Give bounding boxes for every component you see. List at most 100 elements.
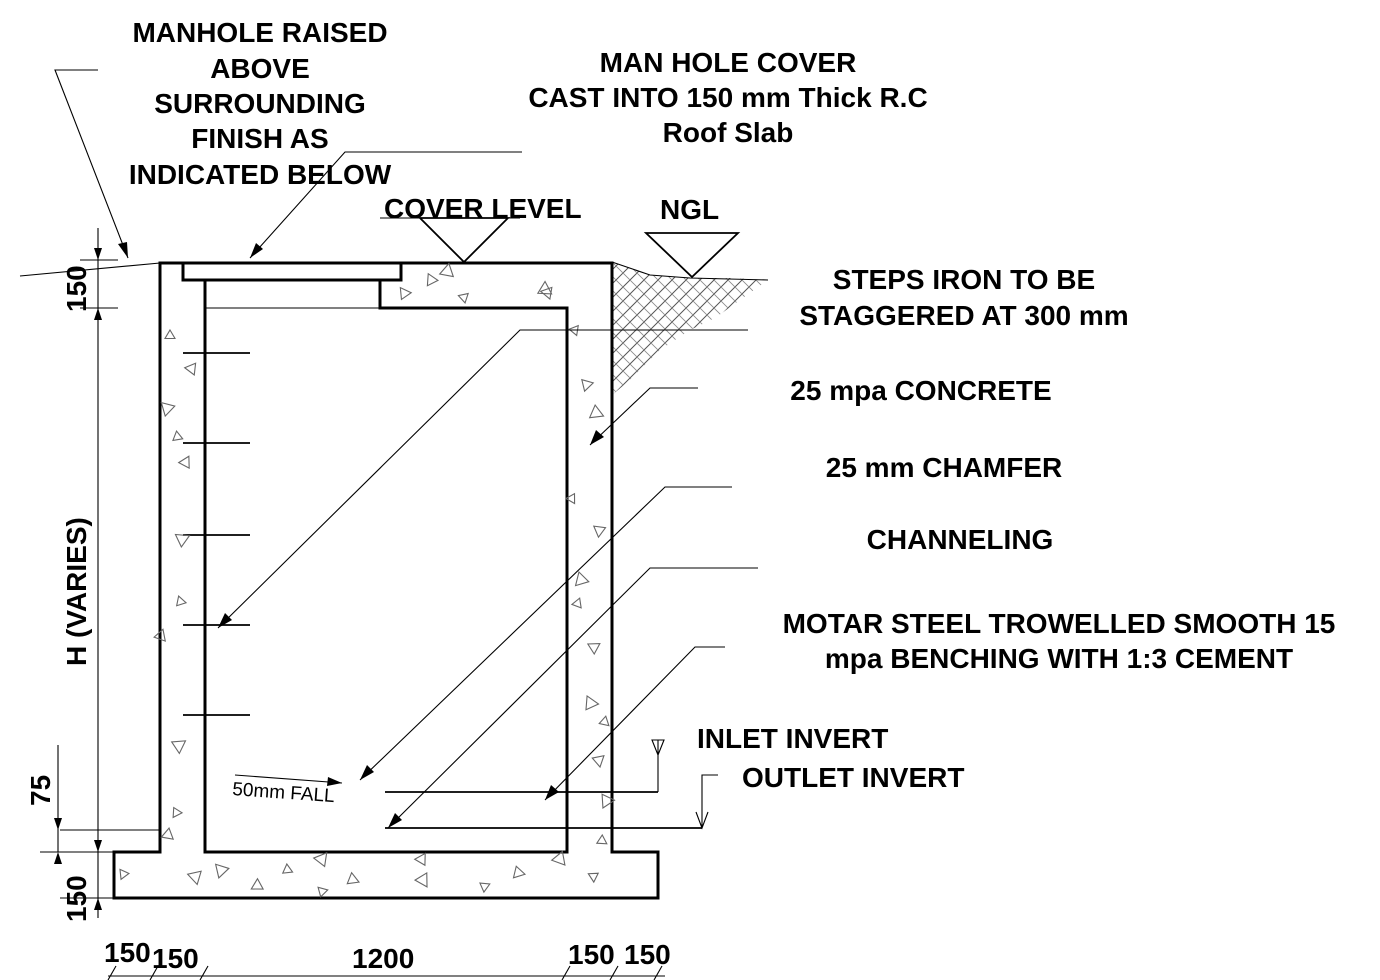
- aggregate-mark: [574, 570, 590, 587]
- aggregate-mark: [399, 286, 413, 301]
- manhole-cover-arrowhead: [250, 243, 263, 258]
- aggregate-mark: [588, 403, 605, 419]
- aggregate-mark: [312, 851, 328, 868]
- concrete-label: 25 mpa CONCRETE: [790, 375, 1051, 406]
- manhole-cover-note: MAN HOLE COVER CAST INTO 150 mm Thick R.…: [528, 47, 927, 148]
- aggregate-mark: [175, 595, 188, 607]
- left-dimensions: [19, 228, 161, 918]
- aggregate-mark: [160, 827, 175, 840]
- aggregate-mark: [119, 868, 131, 881]
- aggregate-mark: [153, 628, 166, 642]
- aggregate-mark: [570, 597, 582, 609]
- channeling-leader: [387, 567, 758, 829]
- concrete-arrowhead: [590, 430, 604, 445]
- svg-text:CAST INTO 150 mm Thick R.C: CAST INTO 150 mm Thick R.C: [528, 82, 927, 113]
- aggregate-mark: [183, 362, 197, 376]
- aggregate-mark: [601, 793, 616, 809]
- ground-line: [611, 261, 769, 281]
- aggregate-mark: [479, 882, 491, 894]
- concrete-aggregate-marks: [119, 262, 616, 898]
- dim-bottom-5: 150: [624, 939, 671, 970]
- svg-text:SURROUNDING: SURROUNDING: [154, 88, 366, 119]
- svg-text:STAGGERED AT 300 mm: STAGGERED AT 300 mm: [799, 300, 1128, 331]
- ngl-symbol: [643, 232, 741, 279]
- aggregate-mark: [214, 863, 230, 879]
- manhole-cover-leader: [249, 151, 522, 259]
- inlet-invert-label: INLET INVERT: [697, 723, 888, 754]
- steps-iron-arrowhead: [218, 613, 232, 628]
- bottom-dimensions: [107, 965, 665, 980]
- manhole-cover-recess: [181, 263, 403, 282]
- chamfer-label: 25 mm CHAMFER: [826, 452, 1062, 483]
- chamfer-arrowhead: [360, 765, 374, 780]
- aggregate-mark: [172, 429, 184, 442]
- dim-bottom-1: 150: [104, 937, 151, 968]
- aggregate-mark: [585, 694, 600, 711]
- aggregate-mark: [317, 886, 329, 898]
- aggregate-mark: [172, 806, 184, 819]
- step-irons: [183, 352, 250, 716]
- aggregate-mark: [160, 401, 176, 418]
- manhole-raised-arrowhead: [118, 242, 128, 258]
- dim-bottom-3: 1200: [352, 943, 414, 974]
- manhole-inner-chamber: [203, 280, 569, 854]
- steps-iron-leader: [217, 329, 748, 629]
- dim-top-slab: 150: [61, 265, 92, 312]
- aggregate-mark: [581, 378, 595, 393]
- aggregate-mark: [413, 852, 426, 867]
- aggregate-mark: [536, 280, 553, 295]
- natural-ground-hatch: [612, 262, 768, 395]
- channeling-label: CHANNELING: [867, 524, 1054, 555]
- svg-text:MANHOLE RAISED: MANHOLE RAISED: [132, 17, 387, 48]
- dim-base-slab: 150: [61, 875, 92, 922]
- cover-level-symbol: [417, 217, 511, 264]
- aggregate-mark: [426, 272, 440, 287]
- svg-text:ABOVE: ABOVE: [210, 53, 310, 84]
- aggregate-mark: [250, 877, 265, 890]
- benching-note: MOTAR STEEL TROWELLED SMOOTH 15 mpa BENC…: [783, 608, 1336, 674]
- aggregate-mark: [598, 715, 610, 727]
- aggregate-mark: [346, 871, 361, 885]
- fall-arrowhead: [327, 777, 342, 786]
- dim-bottom-2: 150: [152, 943, 199, 974]
- aggregate-mark: [174, 533, 191, 549]
- aggregate-mark: [170, 740, 187, 755]
- aggregate-mark: [512, 865, 527, 879]
- aggregate-mark: [413, 871, 428, 888]
- svg-text:Roof Slab: Roof Slab: [663, 117, 794, 148]
- aggregate-mark: [457, 292, 469, 304]
- inlet-invert-marker: [651, 739, 665, 792]
- dim-height: H (VARIES): [61, 517, 92, 666]
- aggregate-mark: [595, 833, 608, 845]
- channeling-arrowhead: [388, 813, 402, 828]
- manhole-outer-outline: [112, 261, 660, 900]
- benching-arrowhead: [545, 785, 559, 800]
- aggregate-mark: [539, 286, 553, 301]
- fall-arrow: [234, 774, 343, 784]
- aggregate-mark: [587, 872, 600, 884]
- aggregate-mark: [177, 455, 190, 470]
- aggregate-mark: [281, 862, 294, 874]
- svg-text:STEPS IRON TO BE: STEPS IRON TO BE: [833, 264, 1095, 295]
- svg-text:MOTAR STEEL TROWELLED SMOOTH 1: MOTAR STEEL TROWELLED SMOOTH 15: [783, 608, 1336, 639]
- manhole-raised-leader: [54, 69, 129, 259]
- dim-invert-drop: 75: [25, 775, 56, 806]
- chamfer-leader: [359, 486, 732, 781]
- aggregate-mark: [586, 643, 601, 656]
- svg-text:MAN HOLE COVER: MAN HOLE COVER: [600, 47, 857, 78]
- aggregate-mark: [592, 525, 607, 539]
- svg-text:FINISH AS: FINISH AS: [191, 123, 328, 154]
- dim-bottom-4: 150: [568, 939, 615, 970]
- manhole-raised-note: MANHOLE RAISED ABOVE SURROUNDING FINISH …: [129, 17, 392, 190]
- outlet-invert-label: OUTLET INVERT: [742, 762, 964, 793]
- aggregate-mark: [564, 492, 576, 505]
- benching-leader: [544, 646, 725, 801]
- aggregate-mark: [591, 754, 605, 769]
- aggregate-mark: [186, 870, 202, 886]
- concrete-leader: [589, 387, 698, 446]
- aggregate-mark: [438, 262, 455, 278]
- fall-label: 50mm FALL: [232, 779, 336, 807]
- aggregate-mark: [164, 328, 176, 340]
- outlet-invert-marker: [695, 774, 718, 830]
